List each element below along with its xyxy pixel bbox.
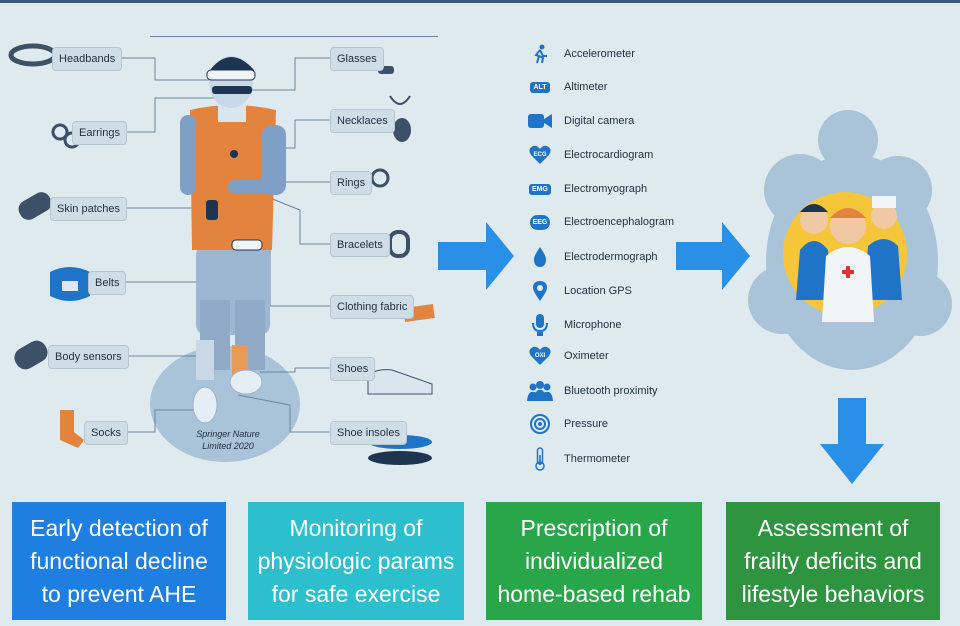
sensor-item-microphone: Microphone: [526, 313, 621, 337]
necklace-icon: [389, 95, 411, 142]
sensor-item-bluetooth-proximity: Bluetooth proximity: [526, 379, 658, 403]
sensor-item-thermometer: Thermometer: [526, 447, 630, 471]
outcome-box-assessment: Assessment of frailty deficits and lifes…: [726, 502, 940, 620]
mountain-icon: ALT: [526, 75, 554, 99]
sensor-item-electromyograph: EMG Electromyograph: [526, 177, 647, 201]
sensor-item-pressure: Pressure: [526, 412, 608, 436]
headband-icon: [8, 43, 58, 67]
image-credit: Springer Nature Limited 2020: [196, 429, 260, 451]
drop-icon: [526, 245, 554, 269]
arrow-right-2: [676, 222, 750, 290]
wearable-label-shoes: Shoes: [330, 357, 376, 381]
wearable-label-glasses: Glasses: [330, 47, 384, 71]
muscle-icon: EMG: [526, 177, 554, 201]
sensor-item-electrocardiogram: ECG Electrocardiogram: [526, 143, 653, 167]
video-camera-icon: [526, 109, 554, 133]
sensor-item-electroencephalogram: EEG Electroencephalogram: [526, 210, 674, 234]
wearable-label-skin-patches: Skin patches: [50, 197, 127, 221]
arrow-right-1: [438, 222, 514, 290]
pressure-target-icon: [526, 412, 554, 436]
wearable-label-belts: Belts: [88, 271, 127, 295]
thermometer-icon: [526, 447, 554, 471]
wearable-label-body-sensors: Body sensors: [48, 345, 129, 369]
sensor-item-electrodermograph: Electrodermograph: [526, 245, 658, 269]
sensor-item-digital-camera: Digital camera: [526, 109, 634, 133]
wearable-label-clothing-fabric: Clothing fabric: [330, 295, 415, 319]
shoe-icon: [367, 369, 433, 395]
runner-icon: [526, 42, 554, 66]
body-sensor-icon: [14, 340, 48, 370]
microphone-icon: [526, 313, 554, 337]
people-icon: [526, 379, 554, 403]
location-pin-icon: [526, 279, 554, 303]
divider-line: [150, 36, 438, 37]
person-figure: [180, 56, 286, 424]
outcome-box-prescription: Prescription of individualized home-base…: [486, 502, 702, 620]
sensor-item-location-gps: Location GPS: [526, 279, 632, 303]
outcome-box-monitoring: Monitoring of physiologic params for saf…: [248, 502, 464, 620]
wearable-label-earrings: Earrings: [72, 121, 127, 145]
belt-icon: [50, 267, 90, 301]
bracelet-icon: [388, 230, 410, 258]
skin-patch-icon: [18, 192, 52, 220]
top-border: [0, 0, 960, 3]
wearable-label-necklaces: Necklaces: [330, 109, 395, 133]
sensor-item-oximeter: OXI Oximeter: [526, 344, 609, 368]
wearable-label-rings: Rings: [330, 171, 373, 195]
wearable-label-bracelets: Bracelets: [330, 233, 390, 257]
arrow-down: [820, 398, 884, 484]
heart-icon: ECG: [526, 143, 554, 167]
wearable-label-shoe-insoles: Shoe insoles: [330, 421, 407, 445]
wearable-label-socks: Socks: [84, 421, 128, 445]
oxygen-heart-icon: OXI: [526, 344, 554, 368]
brain-icon: EEG: [526, 210, 554, 234]
sensor-item-altimeter: ALT Altimeter: [526, 75, 607, 99]
platform-ellipse: [150, 346, 300, 462]
wearable-label-headbands: Headbands: [52, 47, 123, 71]
sock-icon: [60, 410, 84, 448]
sensor-item-accelerometer: Accelerometer: [526, 42, 635, 66]
ring-icon: [370, 168, 390, 188]
outcome-box-early-detection: Early detection of functional decline to…: [12, 502, 226, 620]
clinicians-cloud: [748, 110, 952, 370]
